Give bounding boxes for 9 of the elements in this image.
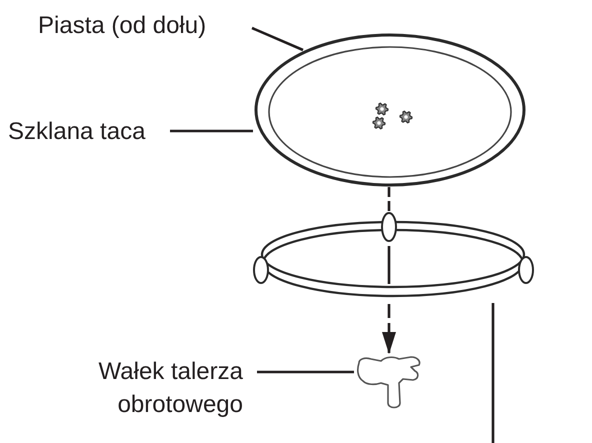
axis-line	[388, 187, 390, 211]
leader-line	[170, 130, 253, 132]
part-label: Piasta (od dołu)	[38, 9, 238, 42]
assembly-arrow	[382, 304, 396, 354]
leader-line	[251, 26, 304, 52]
part-label: Szklana taca	[8, 115, 168, 148]
leader-line	[257, 370, 354, 374]
part-label: Wałek talerza obrotowego	[70, 355, 243, 421]
leader-line	[492, 303, 494, 443]
